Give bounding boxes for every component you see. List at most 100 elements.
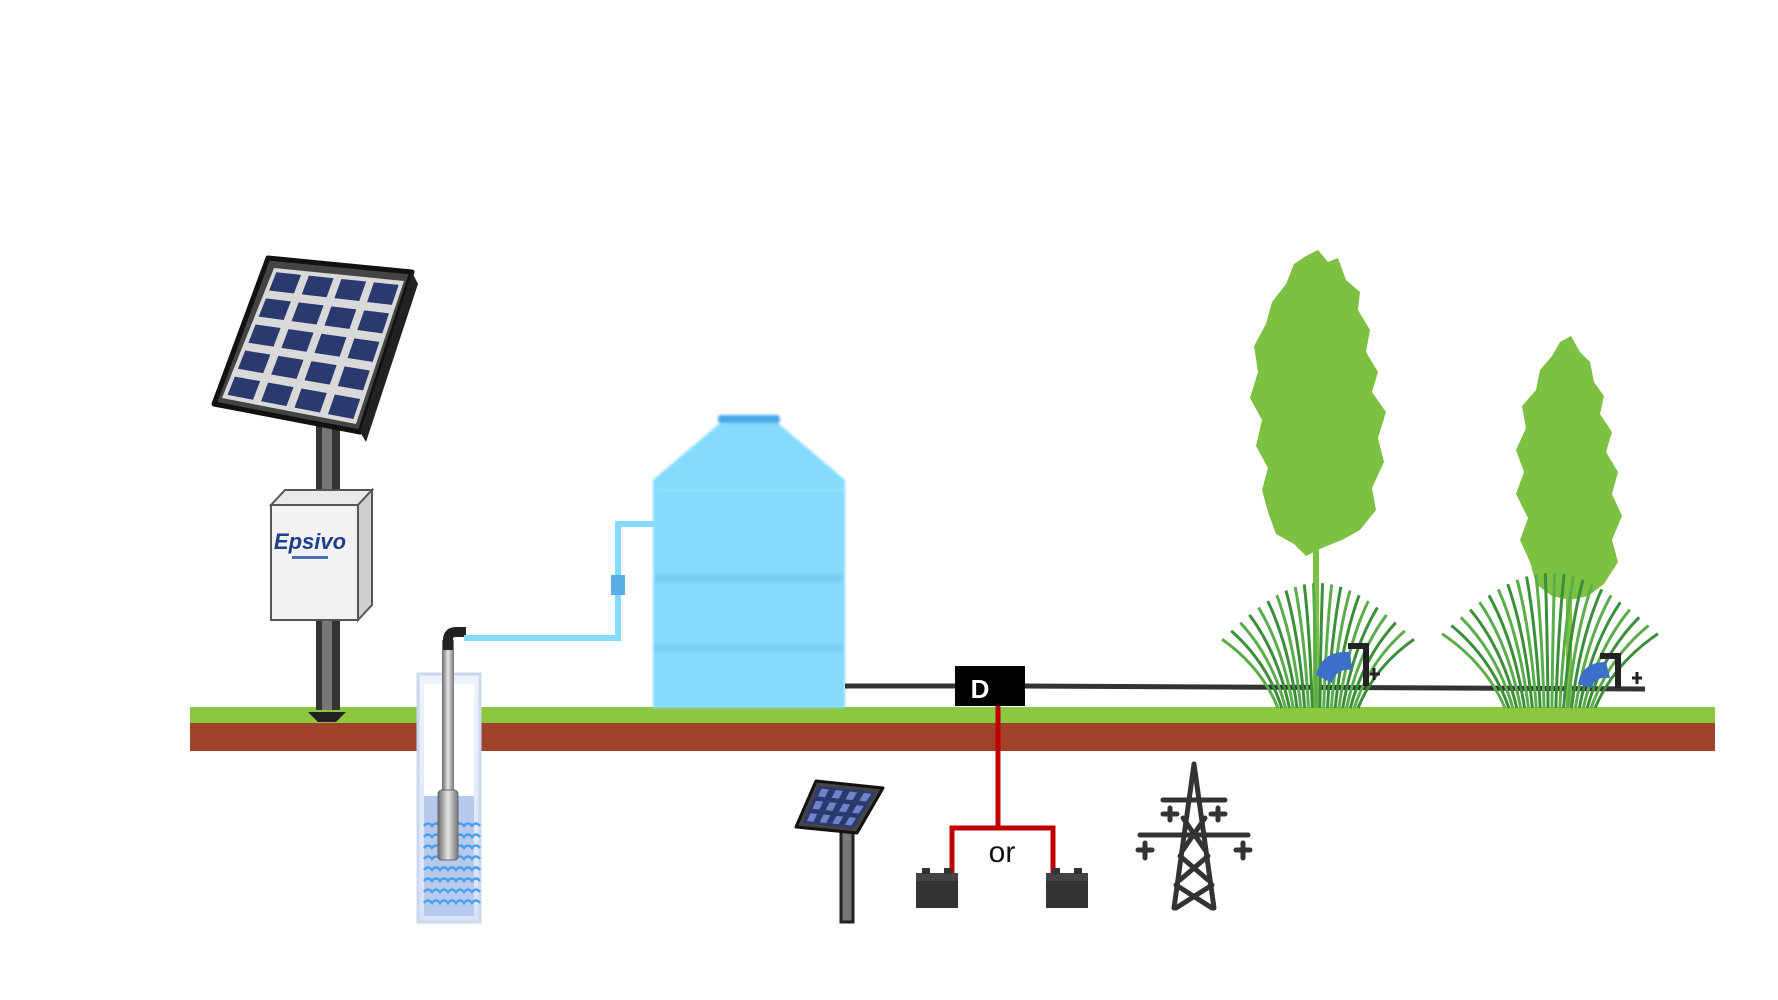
grass-blade xyxy=(1562,579,1585,709)
grass-blade xyxy=(1266,600,1299,709)
submersible-pump-icon xyxy=(437,627,466,861)
solar-cell xyxy=(261,382,294,407)
grass-blade xyxy=(1341,606,1379,709)
water-wave xyxy=(423,866,481,872)
grass-blade xyxy=(1566,583,1594,709)
grass-blade xyxy=(1311,583,1318,709)
grass-blade xyxy=(1318,583,1325,709)
tree-icon xyxy=(1250,250,1386,708)
grass-blade xyxy=(1293,586,1310,709)
solar-cell xyxy=(817,788,829,798)
dripper-icon xyxy=(1578,653,1642,688)
grass-blade xyxy=(1450,624,1511,709)
borehole-well xyxy=(416,627,482,924)
grass-blade xyxy=(1275,594,1303,709)
solar-cell xyxy=(334,278,367,302)
grass-blade xyxy=(1221,638,1280,709)
solar-cell xyxy=(337,366,370,391)
solar-cell xyxy=(271,355,304,379)
solar-panel-cells xyxy=(227,272,399,419)
solar-cell xyxy=(294,388,327,413)
solar-cell xyxy=(258,298,291,321)
grass-blade xyxy=(1230,629,1284,709)
solar-cell xyxy=(845,791,858,801)
grass-blade xyxy=(1239,621,1288,709)
grass-blade xyxy=(1257,606,1295,709)
solar-cell xyxy=(367,282,399,305)
tree-icon xyxy=(1516,336,1622,708)
battery-icon xyxy=(1046,868,1088,908)
grass-blade xyxy=(1506,583,1534,709)
solar-cell xyxy=(314,333,347,357)
grass-blade xyxy=(1496,588,1530,709)
water-supply-pipe xyxy=(464,521,658,641)
grass-tuft xyxy=(1441,573,1659,709)
water-wave xyxy=(423,899,481,905)
solar-cell xyxy=(324,306,357,329)
solar-cell xyxy=(832,815,844,825)
solar-cell xyxy=(812,800,824,810)
grass-blade xyxy=(1543,573,1550,709)
grass-blade xyxy=(1302,584,1314,709)
solar-cell xyxy=(248,324,281,347)
grass-blade xyxy=(1573,594,1613,709)
solar-cell xyxy=(838,803,851,813)
grass-blade xyxy=(1478,601,1523,709)
battery-icon xyxy=(916,868,958,908)
small-solar-panel-icon xyxy=(794,779,885,924)
water-wave xyxy=(423,877,481,883)
grass-blade xyxy=(1329,590,1352,709)
grass-blade xyxy=(1337,600,1370,709)
grass-blade xyxy=(1322,584,1334,709)
grass-blade xyxy=(1345,613,1388,709)
solar-cell xyxy=(269,272,302,294)
grass-blade xyxy=(1550,573,1557,709)
grass-blade xyxy=(1525,576,1542,709)
grass-blade xyxy=(1570,588,1604,709)
solar-cell xyxy=(831,790,843,799)
solar-cell xyxy=(291,302,324,325)
grass-blade xyxy=(1284,590,1307,709)
dripper-icon xyxy=(1316,643,1380,686)
power-wiring xyxy=(949,706,1056,873)
controller-brand-label: Epsivo xyxy=(274,529,346,554)
water-wave xyxy=(423,888,481,894)
solar-cell xyxy=(227,376,261,400)
solar-cell xyxy=(327,394,361,419)
solar-cell xyxy=(347,338,380,362)
or-label: or xyxy=(989,836,1016,869)
grass-blade xyxy=(1515,579,1538,709)
power-tower-icon xyxy=(1135,761,1253,911)
solar-cell xyxy=(301,275,334,298)
solar-cell xyxy=(859,793,872,802)
drip-controller: D xyxy=(955,666,1025,706)
controller-box: Epsivo xyxy=(268,487,375,623)
grass-blade xyxy=(1487,594,1527,709)
grass-blade xyxy=(1326,586,1343,709)
grass-blade xyxy=(1589,624,1650,709)
water-tank xyxy=(653,415,845,708)
grass-blade xyxy=(1558,576,1575,709)
small-solar-panel-cells xyxy=(806,788,872,826)
grass-blade xyxy=(1459,616,1515,709)
solar-cell xyxy=(304,361,337,385)
solar-cell xyxy=(852,805,864,814)
grass-blade xyxy=(1534,574,1546,709)
solar-cell xyxy=(237,350,271,374)
drip-controller-label: D xyxy=(971,674,990,704)
grass-blade xyxy=(1441,632,1507,709)
solar-cell xyxy=(806,813,818,822)
grass-blade xyxy=(1352,629,1406,709)
solar-cell xyxy=(819,814,831,824)
solar-cell xyxy=(844,817,857,826)
grass-blade xyxy=(1577,601,1622,709)
grass-blade xyxy=(1356,638,1415,709)
grass-blade xyxy=(1469,608,1519,709)
grass-blade xyxy=(1333,594,1361,709)
grass-blade xyxy=(1248,613,1291,709)
solar-cell xyxy=(281,329,314,352)
grass-blade xyxy=(1554,574,1566,709)
solar-cell xyxy=(357,310,390,334)
solar-cell xyxy=(825,802,837,811)
